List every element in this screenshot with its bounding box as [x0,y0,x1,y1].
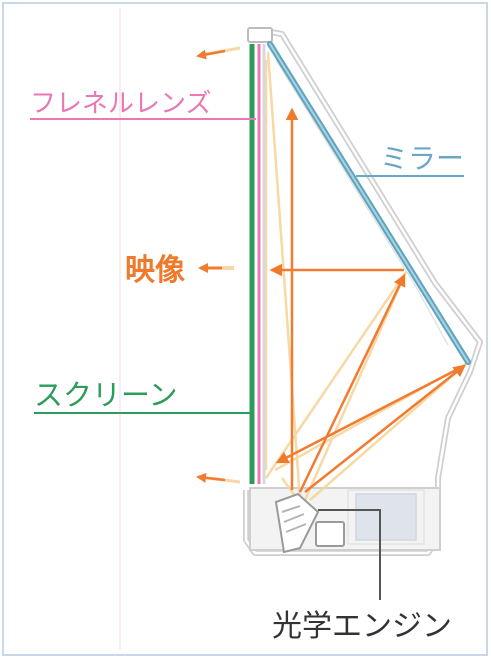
screen-label: スクリーン [34,378,178,412]
mirror-label: ミラー [380,142,464,175]
leader-lines [30,118,464,600]
image-label: 映像 [125,253,185,288]
optical-engine-label: 光学エンジン [272,609,452,644]
outgoing-arrows [196,46,241,484]
screen-layers [249,44,266,484]
fresnel-lens-label: フレネルレンズ [30,89,211,119]
optical-engine [274,492,345,554]
projection-rays [269,107,466,493]
